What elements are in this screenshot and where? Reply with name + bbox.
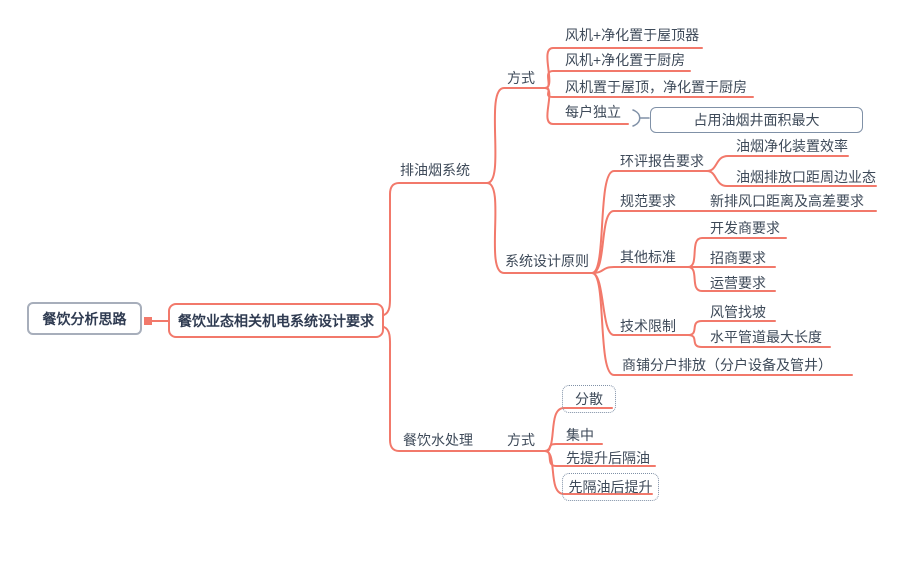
node-operation-req[interactable]: 运营要求 [710, 275, 766, 291]
connector-watermethod-greasefirst [544, 450, 653, 495]
node-water-method[interactable]: 方式 [507, 432, 535, 448]
connector-main-smoke [383, 182, 488, 316]
node-shop-separate-discharge[interactable]: 商铺分户排放（分户设备及管井） [622, 357, 832, 373]
node-main-topic[interactable]: 餐饮业态相关机电系统设计要求 [168, 303, 384, 338]
node-env-report-req[interactable]: 环评报告要求 [620, 153, 704, 169]
connector-envreport-child1 [706, 155, 849, 172]
connector-principles-envreport [591, 170, 708, 274]
node-centralized[interactable]: 集中 [566, 427, 594, 443]
connector-envreport-child2 [706, 170, 877, 187]
node-root[interactable]: 餐饮分析思路 [27, 302, 142, 335]
connector-smoke-method [486, 87, 546, 184]
node-duct-slope[interactable]: 风管找坡 [710, 304, 766, 320]
connector-principles-code [591, 210, 877, 274]
node-fan-purifier-kitchen[interactable]: 风机+净化置于厨房 [565, 52, 686, 68]
connector-smoke-principles [486, 182, 593, 274]
connector-principles-shops [591, 272, 853, 376]
connector-main-water [383, 326, 546, 452]
node-smoke-system[interactable]: 排油烟系统 [400, 162, 470, 178]
node-max-horizontal-pipe-length[interactable]: 水平管道最大长度 [710, 329, 822, 345]
node-merchants-req[interactable]: 招商要求 [710, 250, 766, 266]
connector-principles-other [591, 266, 689, 274]
node-other-standards[interactable]: 其他标准 [620, 249, 676, 265]
connector-tech-pipelength [687, 334, 831, 348]
node-fan-roof-purifier-kitchen[interactable]: 风机置于屋顶，净化置于厨房 [565, 79, 747, 95]
root-connector-square [144, 317, 152, 325]
summary-bracket-icon [632, 109, 641, 127]
connector-other-operation [687, 266, 776, 292]
node-smoke-method[interactable]: 方式 [507, 70, 535, 86]
node-fan-purifier-roof[interactable]: 风机+净化置于屋顶器 [565, 27, 700, 43]
node-code-req[interactable]: 规范要求 [620, 193, 676, 209]
node-scattered[interactable]: 分散 [562, 385, 616, 413]
node-each-household-independent[interactable]: 每户独立 [565, 104, 621, 120]
node-outlet-distance-business[interactable]: 油烟排放口距周边业态 [736, 169, 876, 185]
connector-other-developer [687, 237, 787, 268]
node-water-treatment[interactable]: 餐饮水处理 [403, 432, 473, 448]
node-vent-distance-height-req[interactable]: 新排风口距离及高差要求 [710, 193, 864, 209]
node-lift-then-grease[interactable]: 先提升后隔油 [566, 450, 650, 466]
node-design-principles[interactable]: 系统设计原则 [505, 253, 589, 269]
node-developer-req[interactable]: 开发商要求 [710, 220, 780, 236]
node-summary-shaft-area[interactable]: 占用油烟井面积最大 [650, 107, 863, 133]
node-tech-limits[interactable]: 技术限制 [620, 318, 676, 334]
node-purifier-efficiency[interactable]: 油烟净化装置效率 [736, 138, 848, 154]
connector-method-leaf4 [544, 87, 629, 125]
node-grease-then-lift[interactable]: 先隔油后提升 [562, 473, 659, 501]
